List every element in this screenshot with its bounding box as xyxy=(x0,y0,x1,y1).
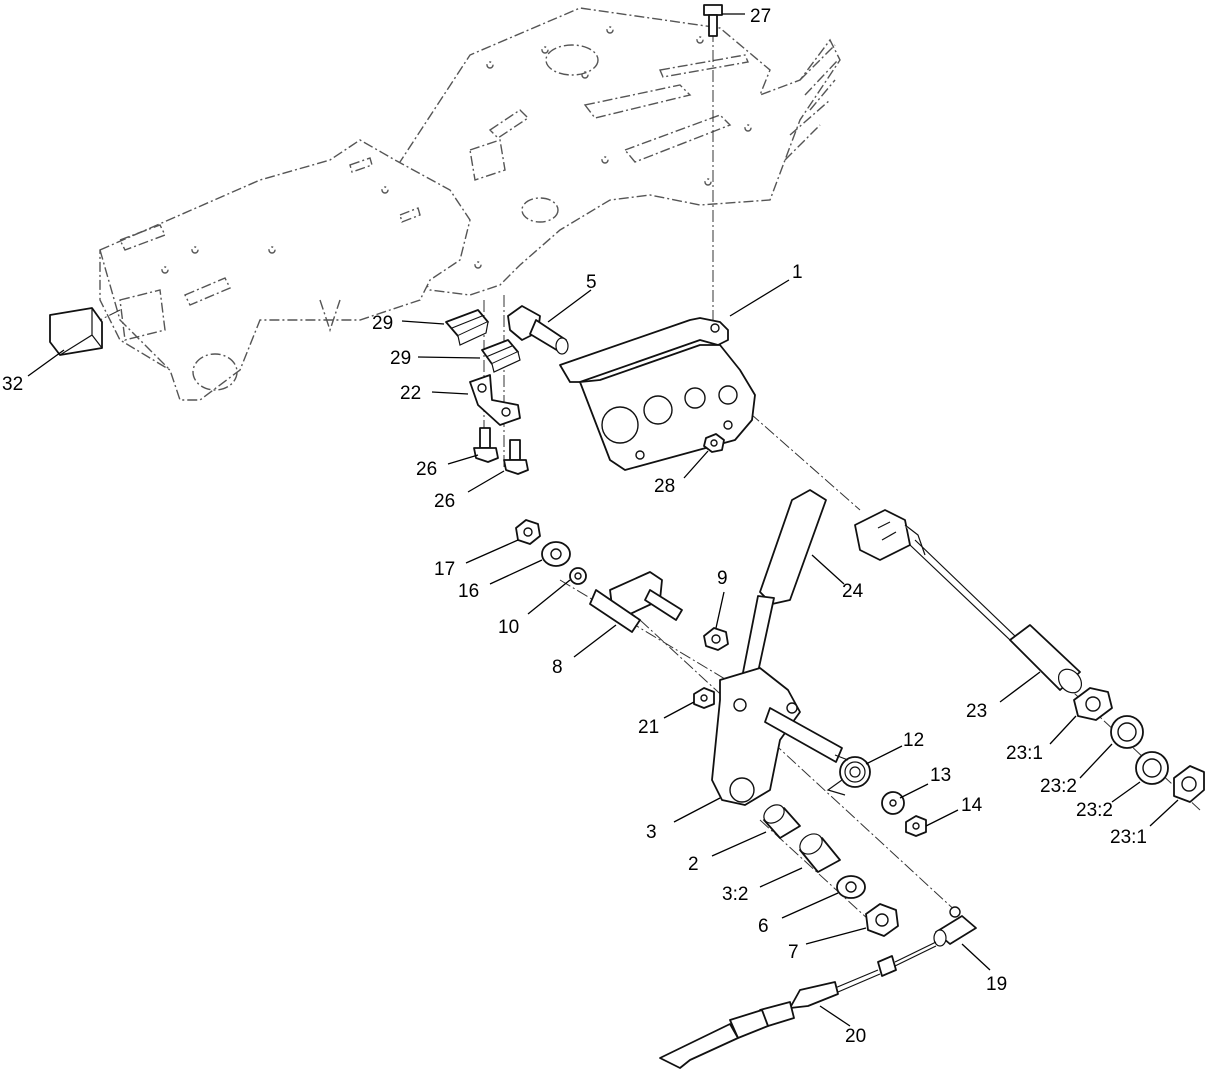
part-23-1-jam-nut-a xyxy=(1073,687,1113,721)
callout-7: 7 xyxy=(788,942,799,963)
callout-leaders xyxy=(27,13,1179,1027)
callout-22: 22 xyxy=(400,383,421,404)
callout-20: 20 xyxy=(845,1026,866,1047)
callout-3: 3 xyxy=(646,822,657,843)
phantom-frame xyxy=(99,7,841,401)
part-20-control-cable xyxy=(659,941,937,1069)
part-14-nut xyxy=(905,815,927,837)
part-16-bushing xyxy=(541,541,571,567)
callout-14: 14 xyxy=(961,795,983,816)
callout-32: 32 xyxy=(2,374,23,395)
part-29-clip-nut-upper xyxy=(445,309,489,346)
callout-24: 24 xyxy=(842,581,864,602)
callout-5: 5 xyxy=(586,272,597,293)
callout-29b: 29 xyxy=(390,348,411,369)
part-1-mounting-bracket xyxy=(559,317,756,471)
callout-29a: 29 xyxy=(372,313,393,334)
callout-19: 19 xyxy=(986,974,1007,995)
part-7-locknut xyxy=(865,903,899,937)
part-5-bolt xyxy=(507,305,569,355)
part-3-control-lever xyxy=(711,595,843,806)
callout-27: 27 xyxy=(750,6,771,27)
callout-labels: 1 2 3 3:2 5 6 7 8 9 10 12 13 14 16 17 19… xyxy=(2,6,1147,1047)
part-26-bolt-left xyxy=(473,427,499,463)
callout-9: 9 xyxy=(717,568,728,589)
part-2-bushing xyxy=(763,804,801,839)
callout-23-1a: 23:1 xyxy=(1006,743,1043,764)
part-26-bolt-right xyxy=(503,439,529,475)
part-12-torsion-spring xyxy=(826,754,871,796)
part-23-1-jam-nut-b xyxy=(1173,765,1205,803)
part-6-washer xyxy=(836,875,866,899)
part-9-locknut xyxy=(703,627,729,651)
part-8-stud-plate xyxy=(589,571,683,633)
callout-26b: 26 xyxy=(434,491,455,512)
callout-13: 13 xyxy=(930,765,951,786)
part-10-washer xyxy=(569,567,587,585)
callout-3-2: 3:2 xyxy=(722,884,748,905)
callout-8: 8 xyxy=(552,657,563,678)
part-13-washer xyxy=(881,791,905,815)
callout-2: 2 xyxy=(688,854,699,875)
callout-1: 1 xyxy=(792,262,803,283)
callout-23-2a: 23:2 xyxy=(1040,776,1077,797)
part-32-end-cap-plug xyxy=(49,307,103,356)
part-3-2-bushing xyxy=(799,833,841,873)
callout-16: 16 xyxy=(458,581,479,602)
part-23-sensor-assembly xyxy=(854,509,1083,694)
callout-17: 17 xyxy=(434,559,455,580)
callout-10: 10 xyxy=(498,617,519,638)
part-23-2-lock-washer-a xyxy=(1110,715,1144,749)
callout-6: 6 xyxy=(758,916,769,937)
part-23-2-lock-washer-b xyxy=(1135,751,1169,785)
part-27-bolt xyxy=(703,4,723,37)
part-21-nut xyxy=(693,687,715,709)
part-22-bracket xyxy=(469,374,521,426)
part-24-handle-grip xyxy=(759,489,827,605)
callout-23: 23 xyxy=(966,701,987,722)
part-28-nut xyxy=(703,433,725,453)
callout-26a: 26 xyxy=(416,459,437,480)
callout-23-2b: 23:2 xyxy=(1076,800,1113,821)
part-17-nut xyxy=(515,519,541,545)
part-19-ball-joint xyxy=(933,906,977,947)
callout-23-1b: 23:1 xyxy=(1110,827,1147,848)
callout-21: 21 xyxy=(638,717,659,738)
part-29-clip-nut-lower xyxy=(481,339,521,373)
callout-28: 28 xyxy=(654,476,675,497)
callout-12: 12 xyxy=(903,730,924,751)
